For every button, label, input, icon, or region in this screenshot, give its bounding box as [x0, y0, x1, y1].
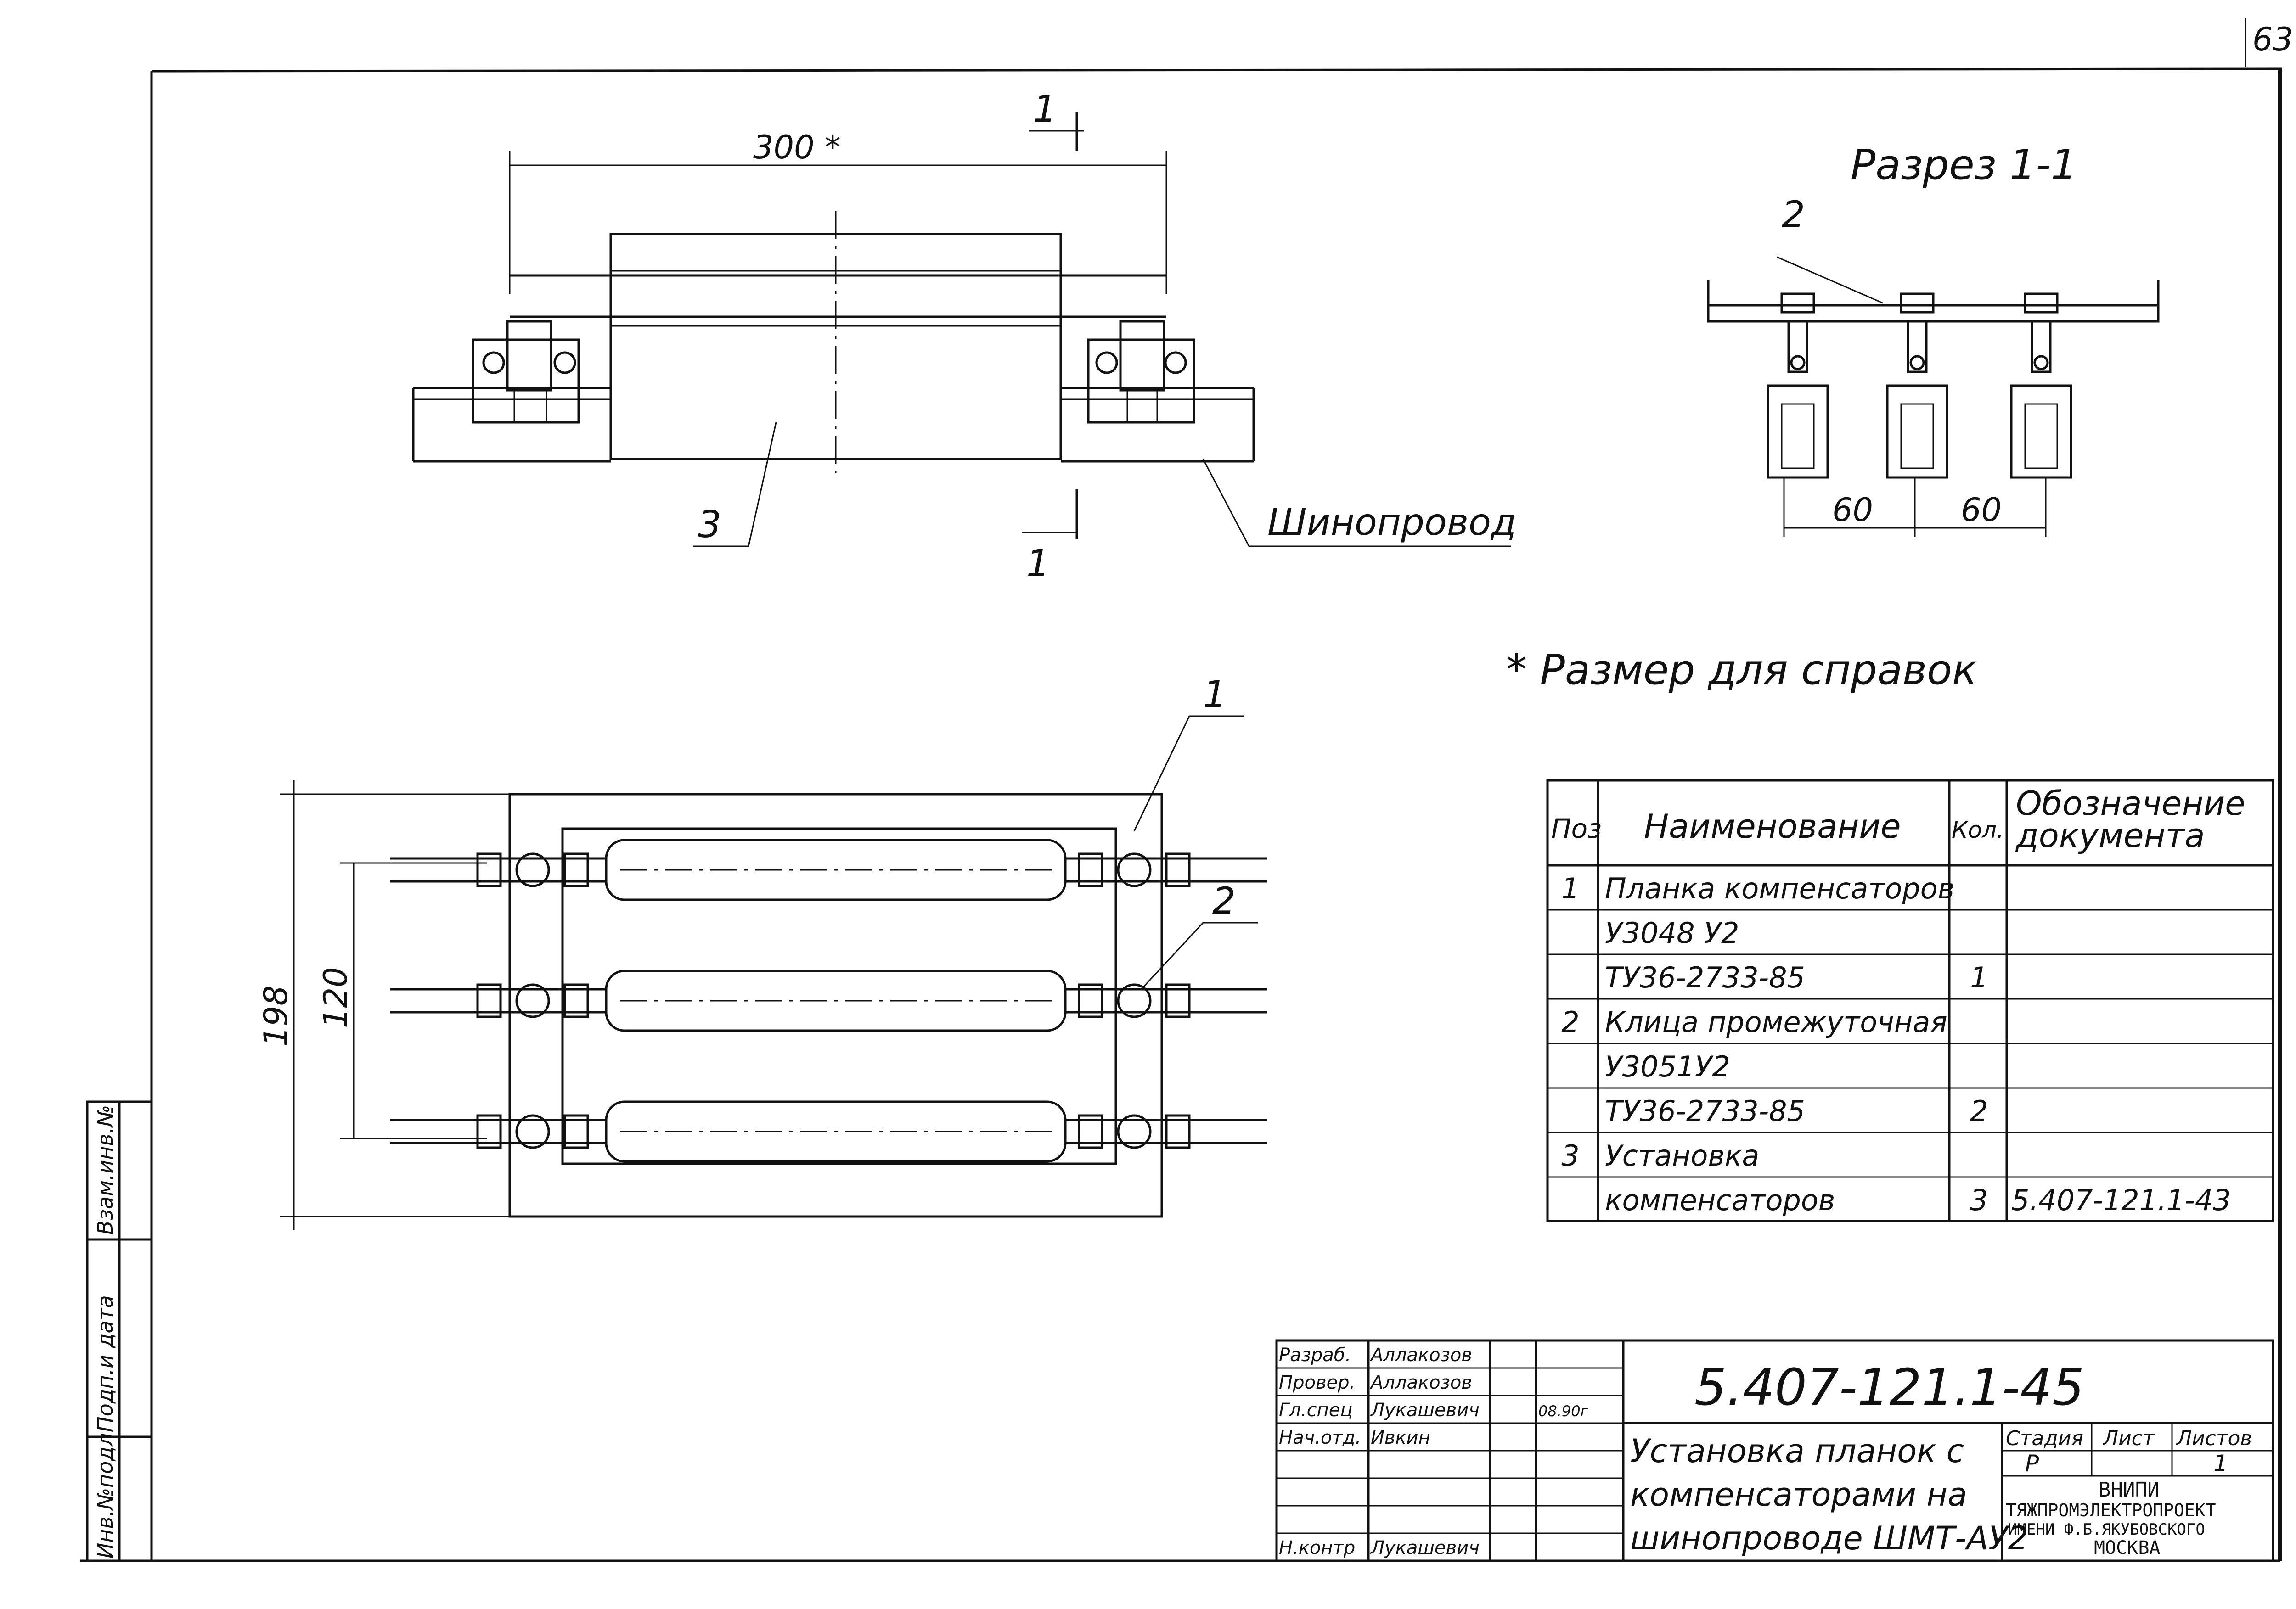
spec-table-grid: [1546, 779, 2274, 1222]
side-stamp-inv-no: Инв.№подл.: [93, 1426, 118, 1559]
spec-cell-name: ТУ36-2733-85: [1605, 1094, 1805, 1128]
spec-cell-name: Планка компенсаторов: [1605, 872, 1954, 905]
sheets-label: Листов: [2176, 1427, 2252, 1450]
plan-pos-2: 2: [1212, 880, 1236, 922]
spec-cell-name: Установка: [1605, 1139, 1759, 1172]
plan-pos-1: 1: [1203, 673, 1227, 716]
spec-cell-name: ТУ36-2733-85: [1605, 961, 1805, 994]
signature-name: Ивкин: [1371, 1427, 1430, 1448]
drawing-frame: [80, 18, 2283, 1562]
spec-table-header: Поз Наименование Кол. Обозначение докуме…: [1551, 784, 2245, 855]
spec-cell-qty: 1: [1970, 961, 1988, 994]
plan-dim-198: 198: [257, 985, 295, 1047]
signature-name: Лукашевич: [1370, 1537, 1480, 1559]
side-stamp-sign-date: Подп.и дата: [93, 1295, 118, 1432]
spec-cell-name: Клица промежуточная: [1605, 1005, 1947, 1039]
spec-row: ТУ36-2733-85 2: [1605, 1094, 1988, 1128]
org-line-2: ТЯЖПРОМЭЛЕКТРОПРОЕКТ: [2006, 1500, 2216, 1520]
spec-row: 1 Планка компенсаторов: [1561, 872, 1954, 905]
spec-cell-qty: 3: [1970, 1183, 1988, 1217]
title-block-grid: [1275, 1339, 2274, 1562]
sheet-label: Лист: [2102, 1427, 2155, 1450]
spec-row: 2 Клица промежуточная: [1561, 1005, 1947, 1039]
spec-cell-doc: 5.407-121.1-43: [2011, 1183, 2231, 1217]
signature-role: Нач.отд.: [1279, 1427, 1361, 1448]
spec-cell-qty: 2: [1970, 1094, 1988, 1128]
spec-cell-pos: 2: [1561, 1005, 1579, 1039]
section-title: Разрез 1-1: [1851, 141, 2077, 189]
spec-cell-pos: 1: [1561, 872, 1579, 905]
spec-header-doc-1: Обозначение: [2016, 784, 2245, 823]
top-view: [412, 112, 1511, 547]
section-view: [1707, 256, 2160, 537]
title-line-2: компенсаторами на: [1630, 1476, 1967, 1514]
top-view-pos-3: 3: [698, 503, 721, 546]
spec-header-doc-2: документа: [2015, 816, 2205, 855]
spec-row: компенсаторов 3 5.407-121.1-43: [1605, 1183, 2231, 1217]
side-stamp-replace-inv: Взам.инв.№: [93, 1105, 118, 1235]
section-dim-left: 60: [1832, 491, 1873, 529]
signature-role: Провер.: [1279, 1372, 1355, 1393]
stage-value: Р: [2025, 1450, 2039, 1477]
signature-name: Аллакозов: [1369, 1372, 1472, 1393]
signature-row: Гл.спец Лукашевич 08.90г: [1279, 1400, 1588, 1421]
top-view-section-mark-top: 1: [1033, 88, 1057, 130]
signature-row: Н.контр Лукашевич: [1279, 1537, 1480, 1559]
doc-code: 5.407-121.1-45: [1694, 1358, 2084, 1417]
spec-cell-name: У3051У2: [1605, 1050, 1730, 1083]
spec-header-name: Наименование: [1644, 807, 1901, 846]
plan-dim-120: 120: [317, 967, 355, 1028]
spec-row: ТУ36-2733-85 1: [1605, 961, 1988, 994]
top-view-dimension-300: 300 *: [753, 129, 841, 166]
org-line-4: МОСКВА: [2094, 1537, 2161, 1559]
plan-view: [280, 715, 1267, 1230]
signature-date: 08.90г: [1538, 1402, 1588, 1420]
signature-role: Гл.спец: [1279, 1400, 1353, 1421]
section-pos-2: 2: [1782, 193, 1805, 236]
sheets-value: 1: [2213, 1450, 2228, 1477]
signature-role: Разраб.: [1279, 1345, 1351, 1366]
title-line-3: шинопроводе ШМТ-АУ2: [1630, 1519, 2028, 1557]
org-line-1: ВНИПИ: [2099, 1478, 2159, 1502]
title-line-1: Установка планок с: [1630, 1432, 1964, 1470]
section-clamp-1: [1767, 292, 1829, 479]
spec-cell-pos: 3: [1561, 1139, 1579, 1172]
plan-row-3: [390, 1100, 1267, 1163]
signature-name: Лукашевич: [1370, 1400, 1480, 1421]
stage-label: Стадия: [2006, 1427, 2083, 1450]
sheet-number: 63: [2252, 21, 2293, 58]
section-dim-right: 60: [1961, 491, 2002, 529]
spec-cell-name: У3048 У2: [1605, 916, 1739, 950]
spec-header-qty: Кол.: [1952, 817, 2004, 843]
top-view-section-mark-bottom: 1: [1026, 542, 1050, 585]
section-clamp-2: [1886, 292, 1948, 479]
section-clamp-3: [2010, 292, 2072, 479]
plan-row-1: [390, 839, 1267, 901]
signature-row: Провер. Аллакозов: [1279, 1372, 1472, 1393]
spec-row: У3051У2: [1605, 1050, 1730, 1083]
signature-row: Разраб. Аллакозов: [1279, 1345, 1472, 1366]
plan-row-2: [390, 970, 1267, 1032]
spec-cell-name: компенсаторов: [1605, 1183, 1835, 1217]
spec-row: 3 Установка: [1561, 1139, 1759, 1172]
signature-row: Нач.отд. Ивкин: [1279, 1427, 1430, 1448]
spec-header-pos: Поз: [1551, 813, 1602, 844]
reference-note: * Размер для справок: [1506, 646, 1977, 694]
spec-row: У3048 У2: [1605, 916, 1739, 950]
signature-name: Аллакозов: [1369, 1345, 1472, 1366]
busbar-label: Шинопровод: [1267, 501, 1516, 544]
side-stamp: [86, 1100, 153, 1562]
signature-role: Н.контр: [1279, 1537, 1355, 1559]
org-line-3: ИМЕНИ Ф.Б.ЯКУБОВСКОГО: [2008, 1520, 2205, 1539]
